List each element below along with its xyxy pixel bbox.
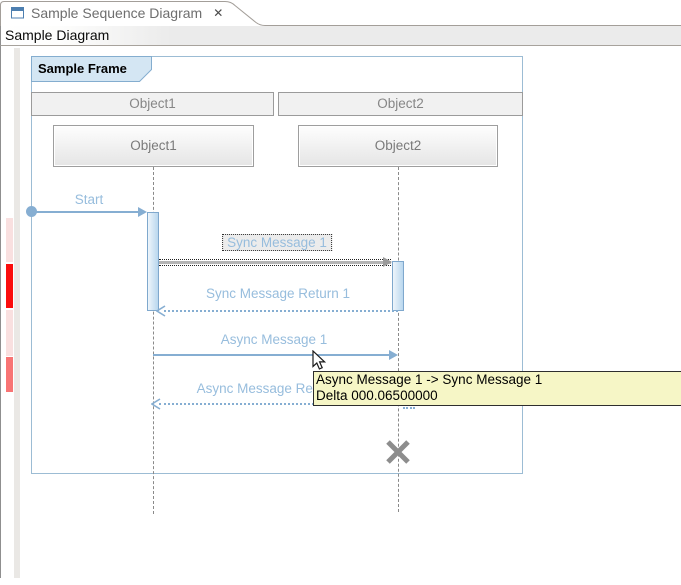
tab-title: Sample Sequence Diagram xyxy=(31,5,203,21)
lifeline-object1[interactable] xyxy=(153,167,154,514)
mouse-cursor-icon xyxy=(312,350,327,370)
arrow-right-icon xyxy=(383,257,392,267)
message-line-sync1-selected[interactable] xyxy=(159,259,391,266)
arrow-right-icon xyxy=(389,350,398,360)
time-compression-marker[interactable] xyxy=(6,357,13,392)
message-line-async1[interactable] xyxy=(153,354,390,356)
tooltip-line2: Delta 000.06500000 xyxy=(316,388,438,403)
overview-ruler xyxy=(14,48,20,578)
lifeline-header-object1[interactable]: Object1 xyxy=(31,92,274,116)
arrow-left-open-icon xyxy=(156,305,166,317)
tab-bar: Sample Sequence Diagram ✕ xyxy=(0,0,681,26)
diagram-canvas[interactable]: Sample Frame Object1 Object2 Object1 Obj… xyxy=(0,46,681,578)
tab-close-icon[interactable]: ✕ xyxy=(213,6,224,20)
message-label-sync1[interactable]: Sync Message 1 xyxy=(222,234,332,251)
view-window-icon xyxy=(11,7,24,19)
time-compression-marker[interactable] xyxy=(6,264,13,308)
activation-bar-object1[interactable] xyxy=(147,212,159,311)
frame-label[interactable]: Sample Frame xyxy=(31,56,153,82)
time-compression-marker[interactable] xyxy=(6,218,13,262)
tab-shape xyxy=(0,1,681,26)
lifeline-box-object2[interactable]: Object2 xyxy=(298,125,498,167)
time-compression-marker[interactable] xyxy=(6,310,13,356)
lifeline-object2[interactable] xyxy=(398,167,399,512)
tab-sample-sequence-diagram[interactable]: Sample Sequence Diagram ✕ xyxy=(11,5,223,21)
activation-bar-object2[interactable] xyxy=(392,261,404,311)
message-line-async-return1[interactable] xyxy=(159,403,398,405)
stop-symbol-x-icon[interactable] xyxy=(385,439,411,465)
tooltip-line1: Async Message 1 -> Sync Message 1 xyxy=(316,372,543,387)
diagram-title-bar: Sample Diagram xyxy=(0,26,681,46)
message-line-start[interactable] xyxy=(34,211,139,213)
lifeline-header-object2[interactable]: Object2 xyxy=(278,92,523,116)
uml-frame xyxy=(31,56,523,474)
message-label-async1[interactable]: Async Message 1 xyxy=(220,332,328,347)
message-label-async-return1[interactable]: Async Message Return 1 xyxy=(196,381,348,396)
arrow-left-open-icon xyxy=(151,398,161,410)
found-message-circle xyxy=(26,206,37,217)
lifeline-box-object1[interactable]: Object1 xyxy=(53,125,254,167)
arrow-right-icon xyxy=(138,207,147,217)
message-line-fragment xyxy=(403,407,415,409)
message-label-start[interactable]: Start xyxy=(74,192,104,207)
selected-line-core xyxy=(159,261,391,264)
tooltip: Async Message 1 -> Sync Message 1 Delta … xyxy=(313,371,681,406)
message-line-sync-return1[interactable] xyxy=(164,310,398,312)
message-label-sync-return1[interactable]: Sync Message Return 1 xyxy=(205,286,351,301)
frame-label-text: Sample Frame xyxy=(38,61,127,76)
